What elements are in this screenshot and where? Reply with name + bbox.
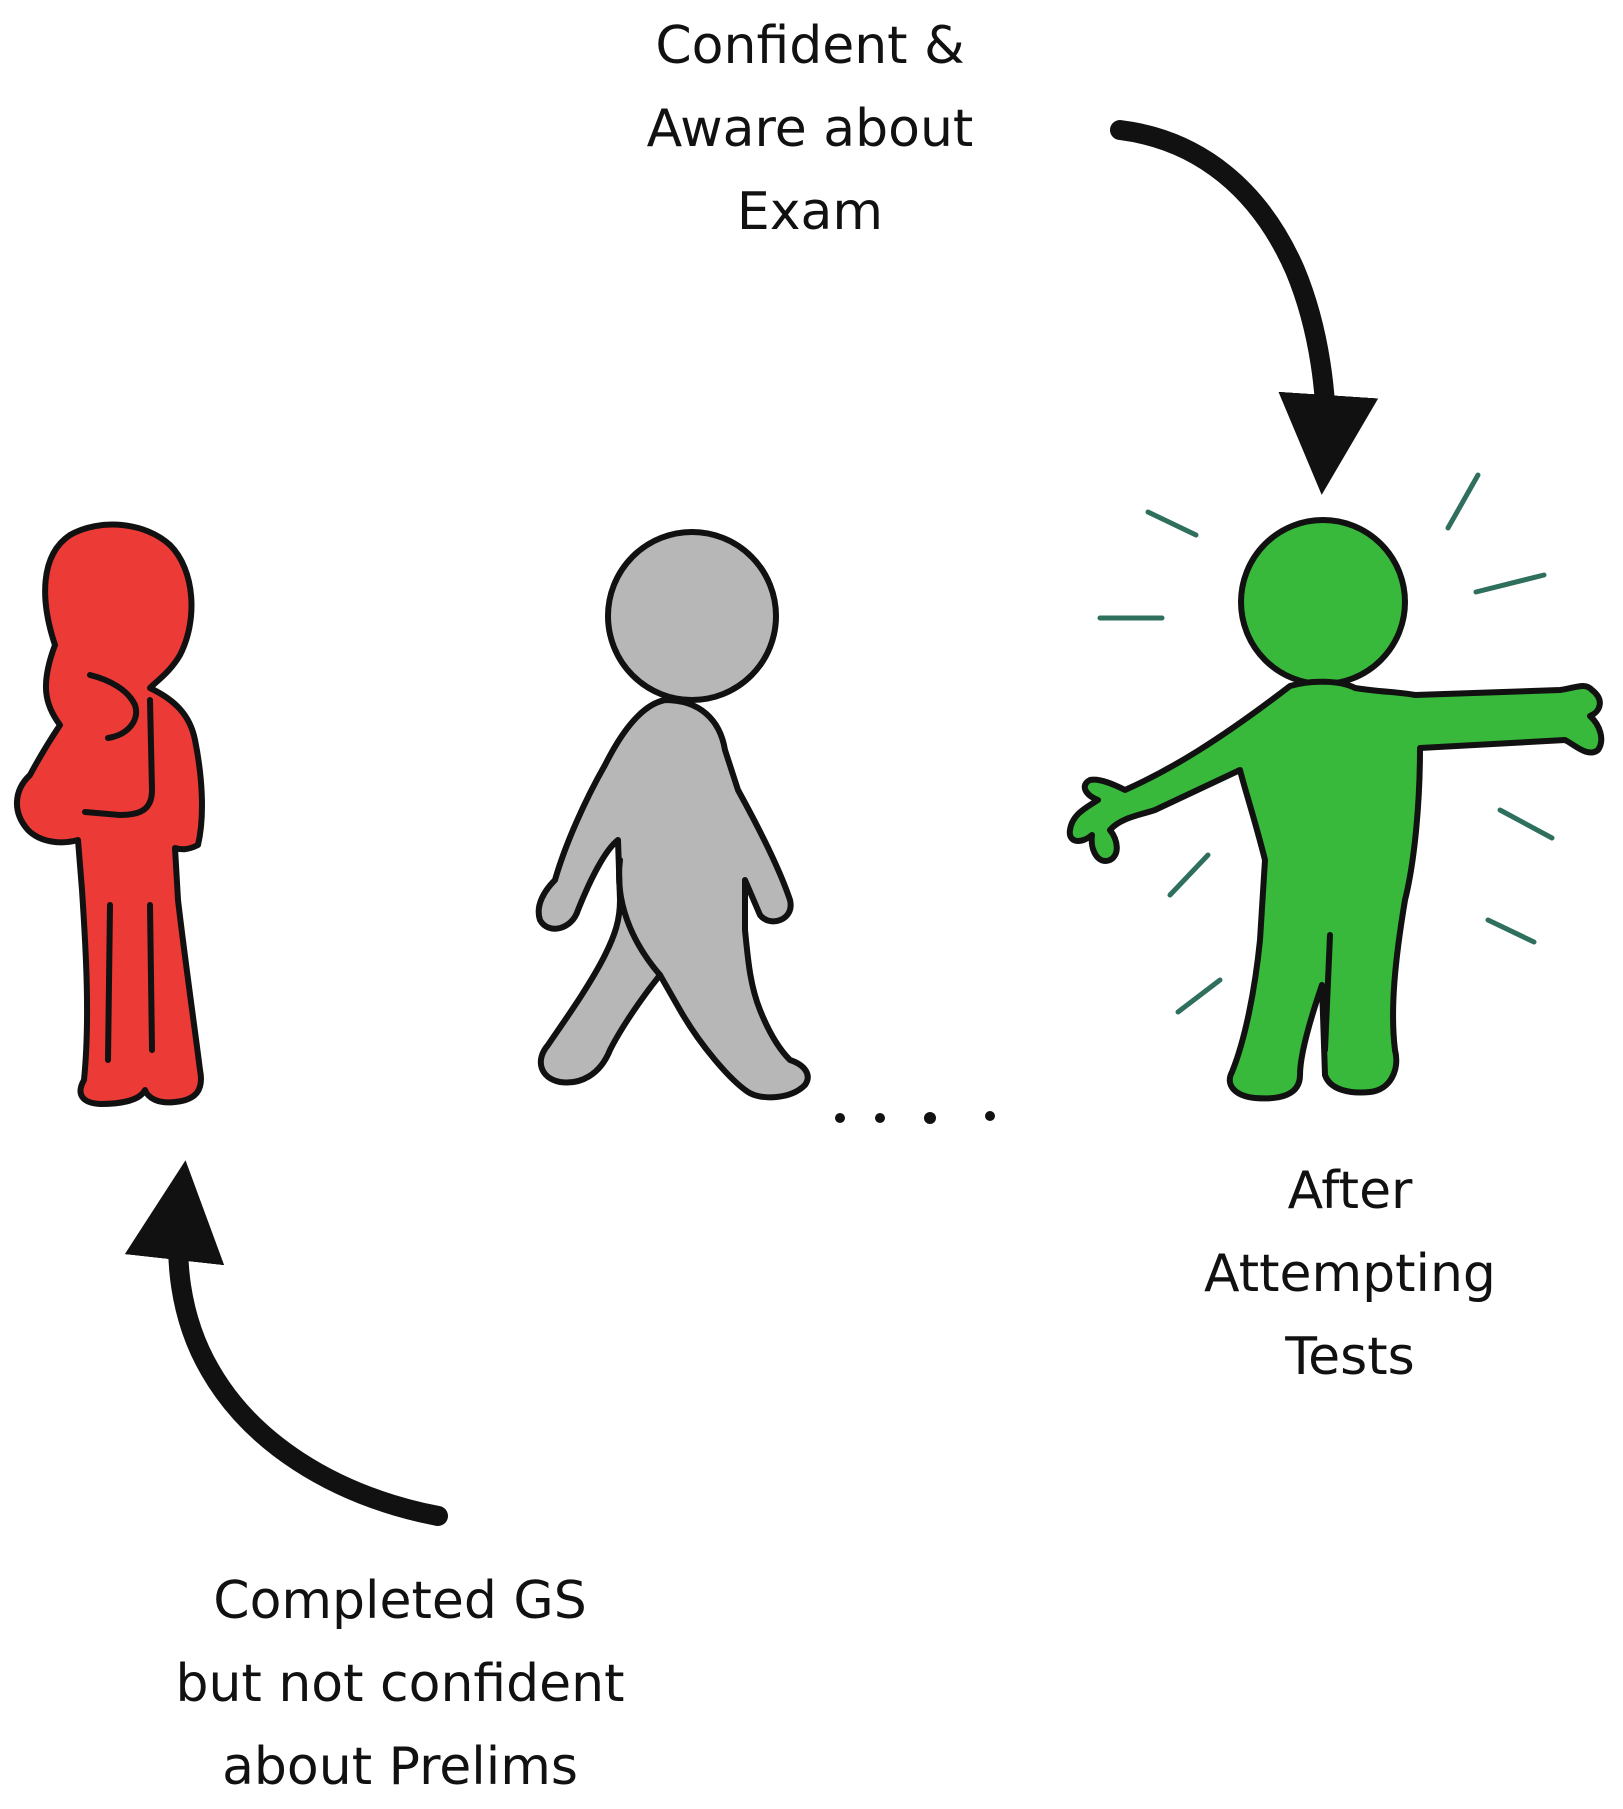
glow-lines — [1097, 472, 1555, 1015]
walking-person-leg-line — [616, 857, 663, 978]
curved-arrow-down-icon — [1110, 120, 1379, 495]
caption-line: Tests — [1285, 1327, 1415, 1387]
confident-person-head — [1238, 517, 1408, 687]
walking-person-head — [605, 529, 779, 703]
walking-person-body — [535, 697, 811, 1101]
caption-line: After — [1287, 1161, 1413, 1221]
confident-person-body — [1066, 678, 1605, 1102]
caption-completed-gs: Completed GS but not confident about Pre… — [120, 1560, 680, 1809]
caption-line: about Prelims — [222, 1737, 578, 1797]
confident-person-figure — [1066, 517, 1605, 1102]
confident-person-leg-line — [1322, 932, 1333, 1053]
caption-line: Confident & — [655, 16, 965, 76]
caption-confident-aware: Confident & Aware about Exam — [560, 5, 1060, 254]
dotted-path — [835, 1111, 995, 1124]
walking-person-figure — [535, 529, 811, 1101]
caption-line: Attempting — [1204, 1244, 1496, 1304]
caption-after-tests: After Attempting Tests — [1140, 1150, 1560, 1399]
caption-line: but not confident — [175, 1654, 625, 1714]
curved-arrow-up-icon — [124, 1160, 448, 1526]
thinking-person-figure — [13, 521, 205, 1107]
caption-line: Exam — [736, 182, 884, 242]
thinking-person-arm — [82, 672, 155, 1063]
caption-line: Aware about — [646, 99, 974, 159]
caption-line: Completed GS — [213, 1571, 587, 1631]
